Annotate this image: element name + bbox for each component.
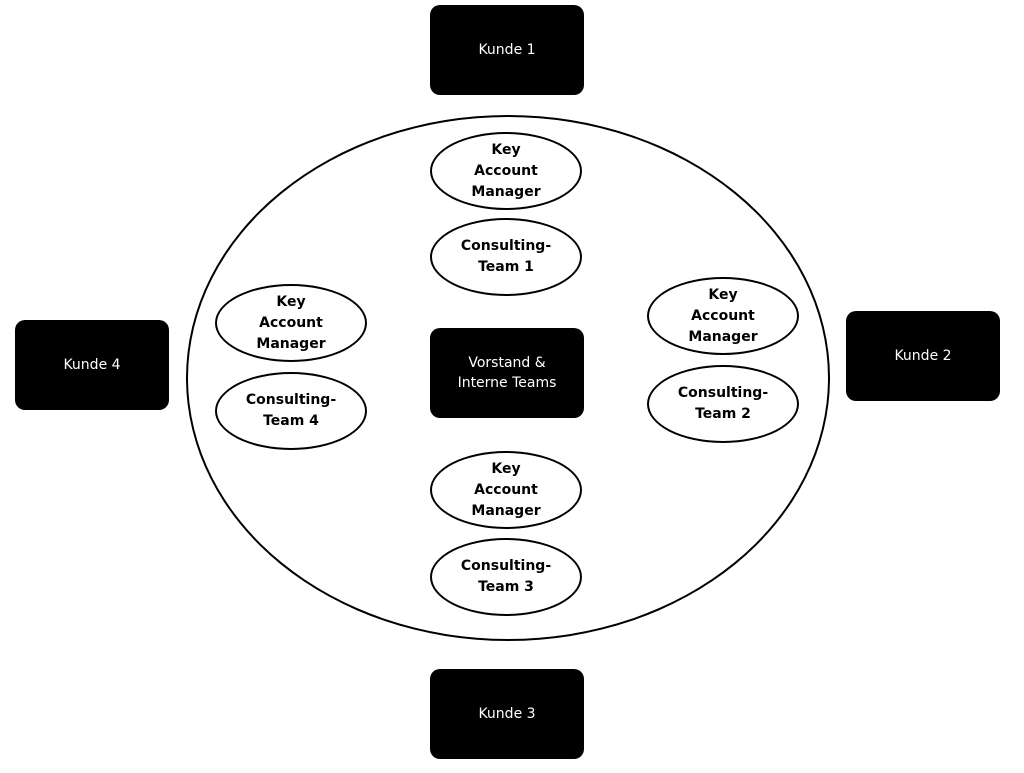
kam-4-line-2: Account <box>259 314 323 331</box>
team-1-line-1: Consulting- <box>460 238 552 254</box>
kam-4-line-1: Key <box>276 293 306 310</box>
team-3-line-2: Team 3 <box>478 579 534 595</box>
customer-label-2: Kunde 2 <box>894 348 952 364</box>
consulting-team-1: Consulting- Team 1 <box>430 218 582 296</box>
customer-label-1: Kunde 1 <box>478 42 536 58</box>
key-account-manager-3: Key Account Manager <box>430 451 582 529</box>
customer-box-1: Kunde 1 <box>430 5 584 95</box>
team-4-line-2: Team 4 <box>263 413 319 429</box>
kam-3-line-3: Manager <box>471 502 541 519</box>
kam-2-line-3: Manager <box>688 328 758 345</box>
customer-box-4: Kunde 4 <box>15 320 169 410</box>
kam-2-line-2: Account <box>691 307 755 324</box>
team-2-line-1: Consulting- <box>677 385 769 401</box>
kam-4-line-3: Manager <box>256 335 326 352</box>
team-1-line-2: Team 1 <box>478 259 534 275</box>
team-3-line-1: Consulting- <box>460 558 552 574</box>
kam-1-line-2: Account <box>474 162 538 179</box>
kam-3-line-2: Account <box>474 481 538 498</box>
team-2-line-2: Team 2 <box>695 406 751 422</box>
board-label-line-1: Vorstand & <box>468 355 546 371</box>
key-account-manager-1: Key Account Manager <box>430 132 582 210</box>
consulting-team-4: Consulting- Team 4 <box>215 372 367 450</box>
customer-label-4: Kunde 4 <box>63 357 121 373</box>
kam-2-line-1: Key <box>708 286 738 303</box>
board-internal-teams-box: Vorstand & Interne Teams <box>430 328 584 418</box>
board-label-line-2: Interne Teams <box>457 375 557 391</box>
team-4-line-1: Consulting- <box>245 392 337 408</box>
key-account-manager-2: Key Account Manager <box>647 277 799 355</box>
kam-3-line-1: Key <box>491 460 521 477</box>
kam-1-line-1: Key <box>491 141 521 158</box>
consulting-team-2: Consulting- Team 2 <box>647 365 799 443</box>
customer-label-3: Kunde 3 <box>478 706 536 722</box>
kam-1-line-3: Manager <box>471 183 541 200</box>
key-account-manager-4: Key Account Manager <box>215 284 367 362</box>
customer-box-2: Kunde 2 <box>846 311 1000 401</box>
consulting-team-3: Consulting- Team 3 <box>430 538 582 616</box>
company-boundary-ellipse <box>186 115 830 641</box>
customer-box-3: Kunde 3 <box>430 669 584 759</box>
